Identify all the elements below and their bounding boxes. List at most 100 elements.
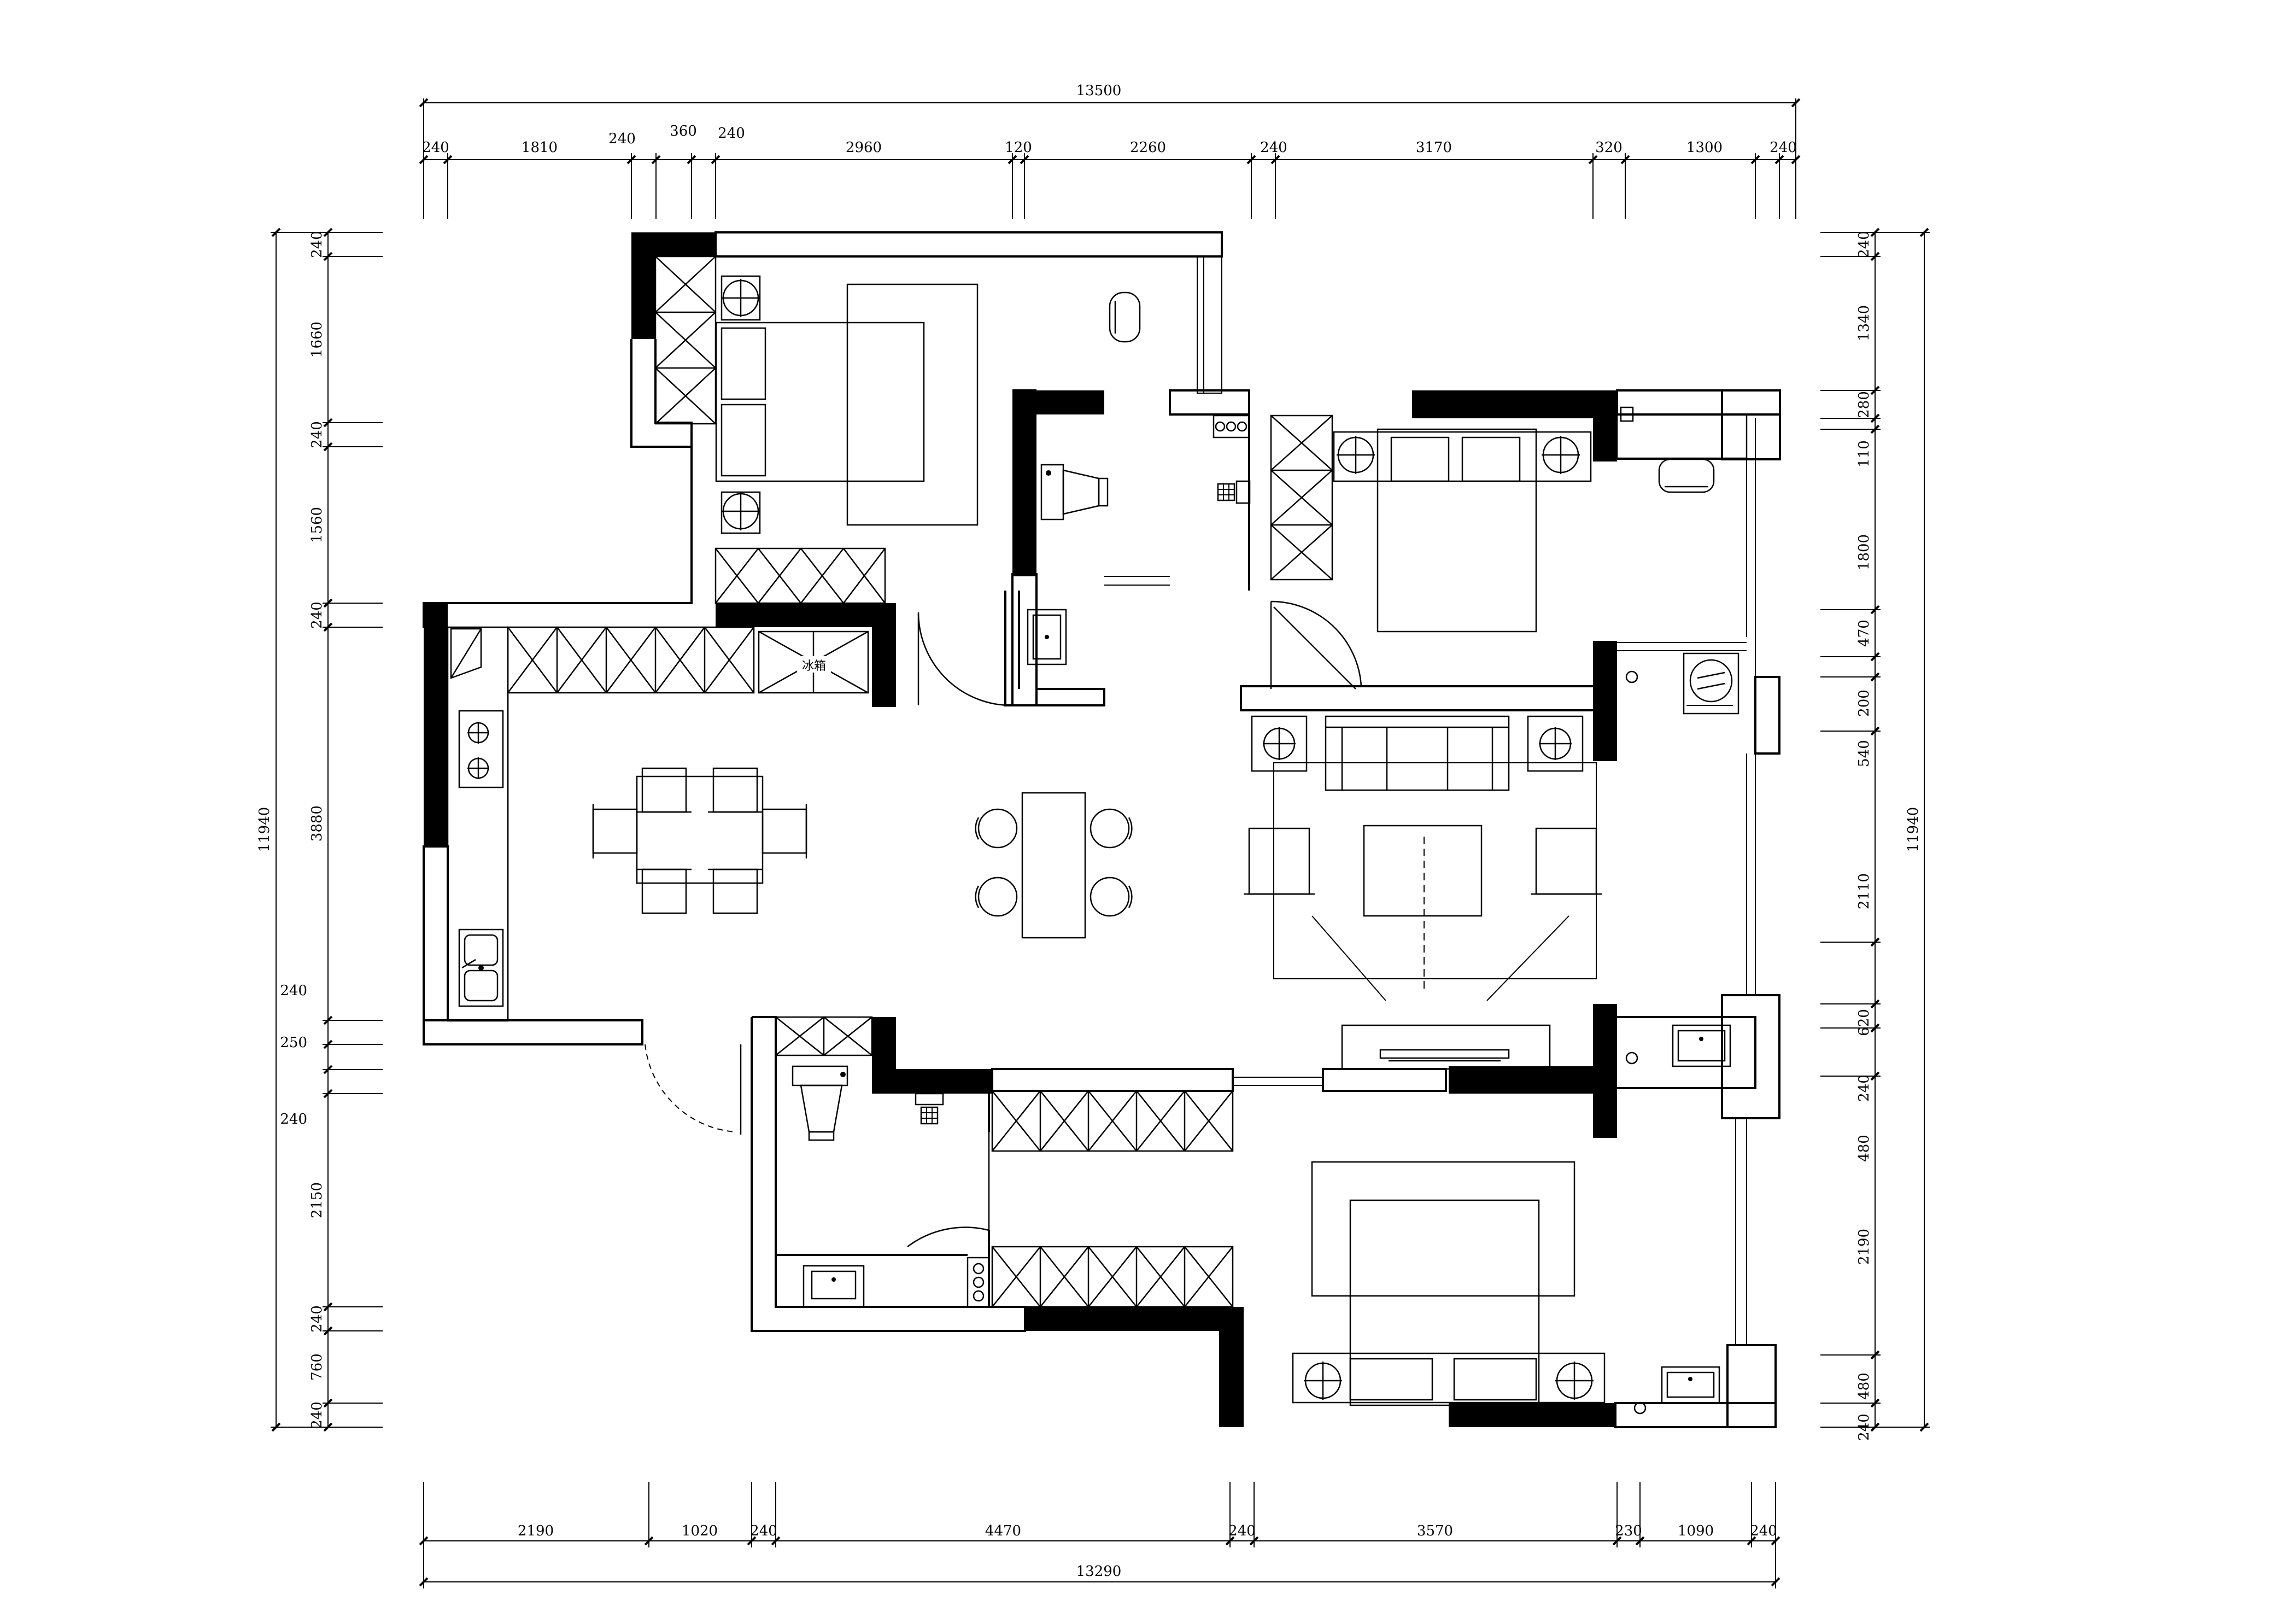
top-seg-12: 240: [1770, 139, 1797, 156]
armchair: [1248, 827, 1310, 895]
top-seg-6: 120: [1005, 139, 1032, 156]
right-seg-5: 470: [1856, 620, 1872, 647]
bottom-seg-8: 240: [1750, 1523, 1777, 1539]
top-seg-0: 240: [422, 139, 449, 156]
cabinet-low: [714, 547, 886, 604]
chair-icon: [1658, 458, 1715, 493]
top-left-bedroom: [654, 255, 1141, 604]
left-seg-3: 1560: [309, 507, 325, 543]
dining-chairs: [592, 767, 807, 914]
floor-drain-icon: [1217, 483, 1235, 501]
right-seg-7: 540: [1856, 740, 1872, 767]
bar-stools: [975, 808, 1133, 917]
bottom-total-label: 13290: [1076, 1563, 1122, 1580]
right-dimension-chain: 240 1340 280 110 1800 470 200 540 2110 6…: [1820, 227, 1881, 1441]
right-seg-3: 110: [1856, 440, 1872, 468]
fridge-label: 冰箱: [802, 659, 826, 673]
left-seg-0: 240: [309, 231, 325, 258]
armchair: [1535, 827, 1597, 895]
study-desk: [1616, 413, 1748, 459]
tv: [1379, 1049, 1510, 1059]
top-seg-9: 3170: [1416, 139, 1452, 156]
left-seg-6: 240: [280, 983, 307, 999]
right-seg-4: 1800: [1856, 534, 1872, 570]
side-table: [1251, 715, 1308, 772]
bottom-seg-0: 2190: [518, 1523, 554, 1539]
bottom-bedroom: [991, 1090, 1720, 1415]
kitchen-counter-left: [447, 626, 509, 1022]
left-seg-10: 240: [309, 1305, 325, 1333]
walls-outline: [423, 231, 1781, 1428]
bottom-seg-3: 4470: [985, 1523, 1021, 1539]
wardrobe-middle: [1270, 414, 1333, 581]
bottom-seg-7: 1090: [1678, 1523, 1714, 1539]
top-seg-2: 240: [608, 131, 636, 147]
dining-table: [636, 775, 764, 884]
top-seg-11: 1300: [1686, 139, 1723, 156]
bottom-dimension-total: 13290: [419, 1563, 1780, 1587]
bar-table: [1021, 792, 1086, 939]
upper-bathroom: [1027, 414, 1251, 665]
washbasin-icon: [1661, 1366, 1720, 1404]
right-seg-2: 280: [1856, 391, 1872, 418]
chair-icon: [1109, 291, 1141, 343]
left-seg-7: 250: [280, 1035, 307, 1051]
walls-solid: [424, 232, 1617, 1427]
top-seg-1: 1810: [522, 139, 558, 156]
left-seg-9: 2150: [309, 1182, 325, 1218]
right-seg-11: 480: [1856, 1135, 1872, 1162]
top-dimension-total: 13500: [419, 83, 1801, 108]
left-seg-2: 240: [309, 421, 325, 448]
coffee-table: [1363, 825, 1483, 917]
right-seg-1: 1340: [1856, 305, 1872, 341]
right-seg-9: 620: [1856, 1009, 1872, 1036]
top-seg-5: 2960: [846, 139, 882, 156]
left-total-label: 11940: [256, 807, 273, 852]
right-seg-13: 480: [1856, 1372, 1872, 1400]
middle-bedroom: [1270, 406, 1748, 633]
top-dimension-chain: 240 1810 240 360 240 2960 120 2260 240 3…: [419, 98, 1801, 219]
bottom-seg-6: 230: [1615, 1523, 1642, 1539]
wardrobe-bottom-top: [991, 1090, 1234, 1152]
washing-machine-icon: [1683, 652, 1739, 715]
dining-area: [592, 767, 1133, 939]
right-seg-10: 240: [1856, 1074, 1872, 1102]
washbasin-icon: [1027, 609, 1067, 665]
washbasin-icon: [803, 1265, 865, 1308]
cooktop-icon: [967, 1257, 990, 1308]
left-seg-12: 240: [309, 1401, 325, 1429]
kitchen: 冰箱: [447, 626, 869, 1022]
top-seg-8: 240: [1260, 139, 1287, 156]
right-total-label: 11940: [1905, 807, 1922, 852]
bottom-seg-2: 240: [750, 1523, 777, 1539]
top-seg-3: 360: [670, 123, 697, 139]
stove-top-icon: [1213, 414, 1250, 439]
rug: [1273, 762, 1597, 979]
top-seg-7: 2260: [1130, 139, 1166, 156]
left-seg-11: 760: [309, 1353, 325, 1381]
bottom-seg-1: 1020: [682, 1523, 718, 1539]
bottom-seg-5: 3570: [1417, 1523, 1453, 1539]
double-bed: [1311, 1161, 1575, 1297]
toilet-icon: [1040, 464, 1064, 521]
top-seg-4: 240: [718, 125, 745, 142]
kitchen-sink-icon: [458, 928, 504, 1007]
sofa: [1325, 715, 1510, 791]
side-table: [1527, 715, 1584, 772]
right-seg-8: 2110: [1856, 873, 1872, 909]
left-seg-5: 3880: [309, 805, 325, 842]
washbasin-icon: [1672, 1024, 1731, 1067]
double-bed: [846, 283, 979, 526]
wardrobe-bottom-lower: [991, 1246, 1234, 1308]
top-seg-10: 320: [1595, 139, 1623, 156]
living-room: [1244, 652, 1739, 1070]
bottom-seg-4: 240: [1228, 1523, 1256, 1539]
right-seg-6: 200: [1856, 690, 1872, 717]
right-seg-0: 240: [1856, 231, 1872, 258]
floor-drain-icon: [920, 1106, 939, 1125]
left-seg-4: 240: [309, 601, 325, 629]
left-seg-1: 1660: [309, 322, 325, 358]
left-seg-8: 240: [280, 1111, 307, 1128]
doors: [645, 600, 1362, 1247]
